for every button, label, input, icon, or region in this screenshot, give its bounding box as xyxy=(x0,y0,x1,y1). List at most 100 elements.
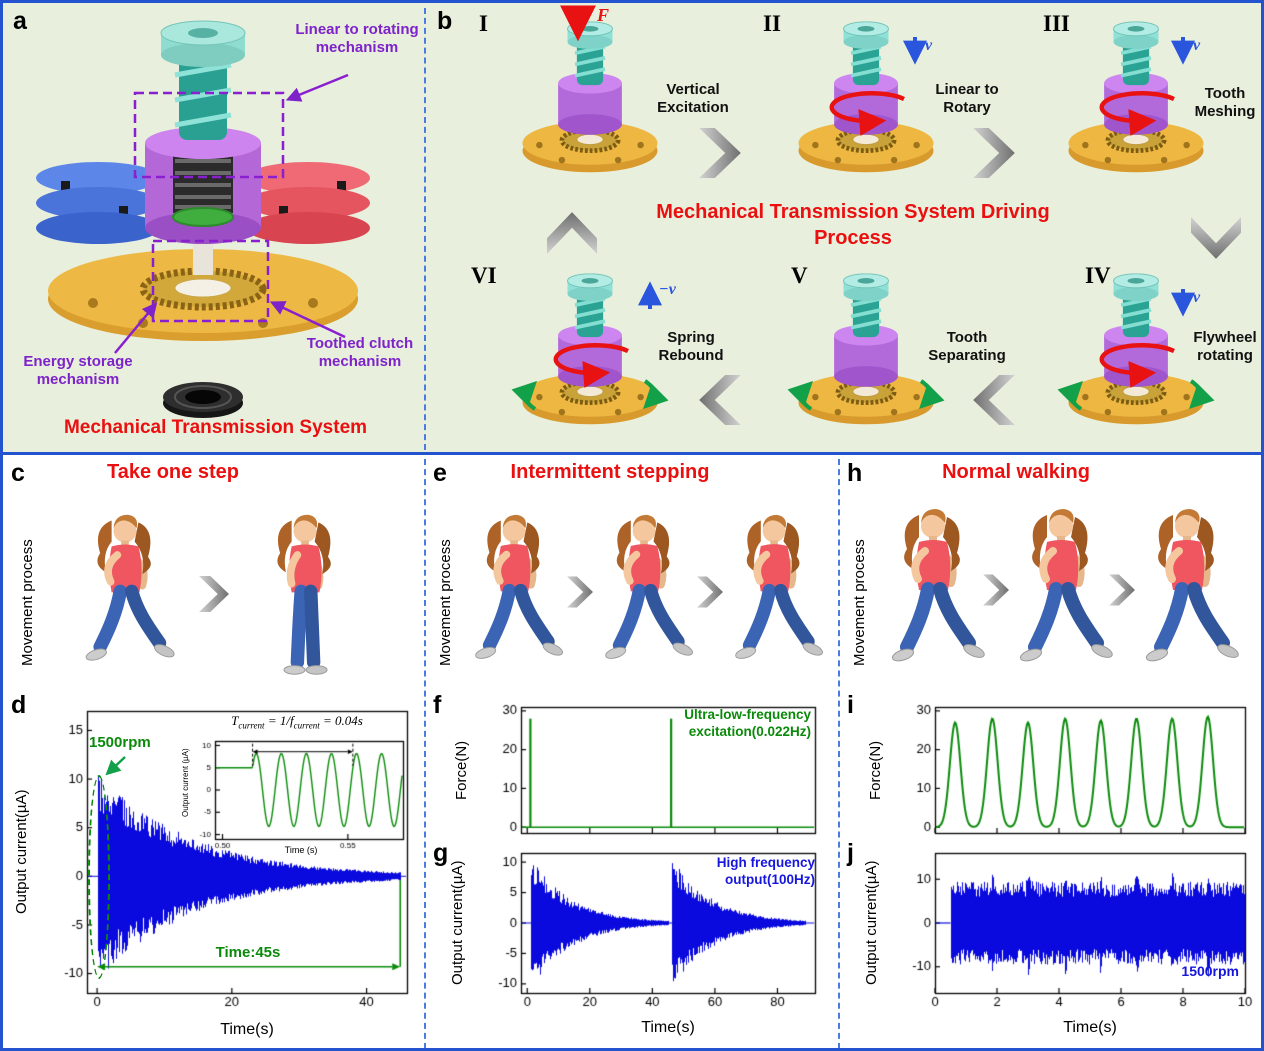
rotation-arrow-icon xyxy=(1099,343,1175,388)
velocity-label-stage2: v xyxy=(925,37,933,54)
force-chart-i xyxy=(899,701,1253,845)
rpm-annotation-d: 1500rpm xyxy=(89,734,151,751)
chevron-right-icon xyxy=(567,575,593,609)
panel-e-title: Intermittent stepping xyxy=(510,461,710,483)
panel-letter-i: i xyxy=(847,691,854,719)
rotation-arrow-icon xyxy=(553,343,629,388)
chart-f-ylabel: Force(N) xyxy=(453,740,470,800)
chevron-right-icon xyxy=(973,128,1015,178)
inset-current-chart xyxy=(185,735,409,855)
time-span-annotation: Time:45s xyxy=(215,944,281,961)
stage-numeral-4: IV xyxy=(1085,263,1111,288)
chevron-left-icon xyxy=(973,375,1015,425)
panel-b-title-line1: Mechanical Transmission System Driving xyxy=(656,201,1050,223)
high-frequency-annotation: High frequency output(100Hz) xyxy=(716,855,815,887)
chart-g-xlabel: Time(s) xyxy=(641,1019,695,1036)
initial-burst-ellipse xyxy=(88,775,110,979)
stage-numeral-5: V xyxy=(791,263,808,288)
chevron-up-icon xyxy=(547,212,597,254)
person-figure xyxy=(1133,503,1243,693)
label-linear-rotating: Linear to rotating mechanism xyxy=(295,21,419,56)
person-figure xyxy=(253,509,359,691)
movement-process-label-h: Movement process xyxy=(851,539,868,667)
linear-rotating-arrow xyxy=(285,73,349,102)
panel-letter-c: c xyxy=(11,459,25,487)
clutch-callout-box xyxy=(151,239,270,323)
stage-numeral-3: III xyxy=(1043,11,1070,36)
panel-a-title: Mechanical Transmission System xyxy=(63,417,368,438)
transmission-system-illustration xyxy=(36,20,370,418)
rotation-arrow-icon xyxy=(1099,91,1175,136)
chevron-right-icon xyxy=(697,575,723,609)
panel-letter-a: a xyxy=(13,7,27,35)
velocity-label-stage6: −v xyxy=(659,281,676,298)
movement-process-label-e: Movement process xyxy=(437,539,454,667)
velocity-down-arrow-icon xyxy=(1171,289,1195,317)
flywheel-spin-arrows-icon xyxy=(511,379,669,411)
chevron-right-icon xyxy=(1109,573,1135,607)
panel-letter-e: e xyxy=(433,459,447,487)
rotation-arrow-icon xyxy=(829,91,905,136)
energy-storage-arrow xyxy=(114,302,158,354)
chart-i-ylabel: Force(N) xyxy=(867,740,884,800)
rpm-annotation-j: 1500rpm xyxy=(1181,963,1239,979)
output-current-chart-j xyxy=(899,847,1253,1017)
force-chart-f xyxy=(485,701,823,845)
toothed-clutch-arrow xyxy=(269,301,346,339)
movement-process-label-c: Movement process xyxy=(19,539,36,667)
stage-numeral-1: I xyxy=(479,11,488,36)
linear-rotating-callout-box xyxy=(133,91,285,179)
panel-letter-d: d xyxy=(11,691,27,719)
inset-formula: Tcurrent = 1/fcurrent = 0.04s xyxy=(231,713,363,731)
velocity-down-arrow-icon xyxy=(903,37,927,65)
flywheel-spin-arrows-icon xyxy=(1057,379,1215,411)
panel-letter-g: g xyxy=(433,839,449,867)
person-figure xyxy=(879,503,989,693)
stage-numeral-2: II xyxy=(763,11,781,36)
chart-g-ylabel: Output current(µA) xyxy=(449,860,466,986)
chart-d-ylabel: Output current(µA) xyxy=(13,789,30,915)
person-figure xyxy=(1007,503,1117,693)
chevron-right-icon xyxy=(983,573,1009,607)
force-symbol: F xyxy=(597,5,610,25)
person-figure xyxy=(593,509,697,689)
chevron-right-icon xyxy=(699,128,741,178)
velocity-label-stage4: v xyxy=(1193,289,1201,306)
panel-b-title: Mechanical Transmission System Driving P… xyxy=(603,199,1103,251)
panel-c-e-divider xyxy=(424,459,426,1048)
panel-e-h-divider xyxy=(838,459,840,1048)
panel-a-b-divider xyxy=(424,8,426,450)
excitation-annotation: Ultra-low-frequency excitation(0.022Hz) xyxy=(684,707,811,739)
panel-h-title: Normal walking xyxy=(942,461,1090,483)
chevron-down-icon xyxy=(1191,217,1241,259)
chart-j-xlabel: Time(s) xyxy=(1063,1019,1117,1036)
panel-letter-h: h xyxy=(847,459,863,487)
panel-letter-f: f xyxy=(433,691,442,719)
person-figure xyxy=(73,509,179,691)
person-figure xyxy=(463,509,567,689)
chevron-right-icon xyxy=(199,575,229,613)
person-figure xyxy=(723,509,827,689)
label-energy-storage: Energy storage mechanism xyxy=(23,353,133,388)
velocity-label-stage3: v xyxy=(1193,37,1201,54)
zoom-pointer-arrow-icon xyxy=(105,756,126,776)
flywheel-spin-arrows-icon xyxy=(787,379,945,411)
chevron-left-icon xyxy=(699,375,741,425)
velocity-down-arrow-icon xyxy=(1171,37,1195,65)
output-current-chart-g xyxy=(485,847,823,1017)
panel-b-title-line2: Process xyxy=(814,227,892,249)
panel-letter-j: j xyxy=(847,839,854,867)
panel-c-title: Take one step xyxy=(107,461,239,483)
force-down-arrow-icon xyxy=(560,5,596,42)
stage-numeral-6: VI xyxy=(471,263,497,288)
panel-letter-b: b xyxy=(437,7,453,35)
label-toothed-clutch: Toothed clutch mechanism xyxy=(306,335,414,370)
chart-d-xlabel: Time(s) xyxy=(220,1021,274,1038)
